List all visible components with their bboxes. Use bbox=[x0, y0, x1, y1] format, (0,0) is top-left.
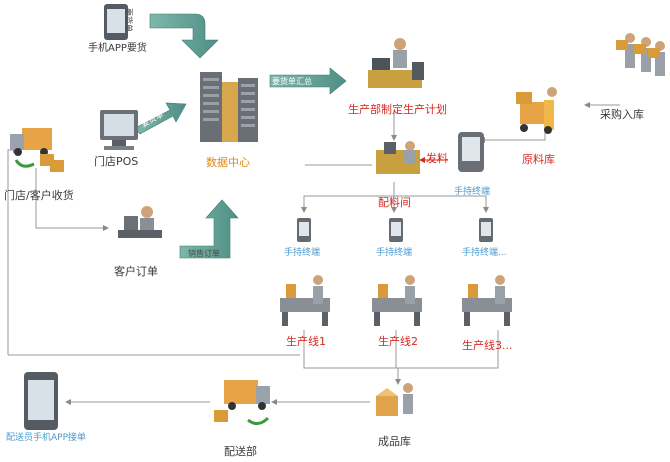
production-line-icon-3 bbox=[462, 275, 512, 326]
label-handheld-3: 手持终端... bbox=[462, 248, 507, 258]
pos-monitor-icon bbox=[100, 110, 138, 150]
label-sales-order: 销售订单 bbox=[188, 249, 220, 258]
label-delivery-app: 配送员手机APP接单 bbox=[6, 433, 87, 443]
finished-goods-icon bbox=[376, 383, 413, 416]
label-order-summary: 要货单汇总 bbox=[272, 77, 312, 86]
label-customer-order: 客户订单 bbox=[114, 265, 158, 278]
handheld-icon-3 bbox=[479, 218, 493, 242]
forklift-icon bbox=[516, 87, 557, 134]
label-handheld-2: 手持终端 bbox=[376, 248, 413, 258]
label-handheld-1: 手持终端 bbox=[284, 248, 321, 258]
server-icon bbox=[200, 72, 258, 142]
label-line-3: 生产线3... bbox=[462, 339, 513, 352]
handheld-icon-1 bbox=[297, 218, 311, 242]
phone-small-label: 要货单 bbox=[124, 8, 133, 32]
handheld-icon-top bbox=[458, 132, 484, 172]
label-data-center: 数据中心 bbox=[206, 156, 250, 169]
production-line-icon-1 bbox=[280, 275, 330, 326]
label-finished-store: 成品库 bbox=[378, 435, 411, 448]
phone-icon-delivery bbox=[24, 372, 58, 430]
handheld-icon-2 bbox=[389, 218, 403, 242]
workers-icon-purchase bbox=[616, 33, 665, 76]
truck-icon-receipt bbox=[10, 128, 64, 172]
label-production-plan: 生产部制定生产计划 bbox=[348, 103, 447, 116]
connector-lines bbox=[7, 102, 620, 405]
label-line-2: 生产线2 bbox=[378, 335, 418, 348]
label-store-receive: 门店/客户收货 bbox=[4, 189, 74, 202]
phone-icon-top bbox=[104, 4, 128, 40]
person-desk-icon-plan bbox=[368, 38, 424, 88]
teal-arrows bbox=[134, 13, 347, 259]
label-delivery-dept: 配送部 bbox=[224, 445, 257, 458]
label-purchase-in: 采购入库 bbox=[600, 108, 644, 121]
label-store-pos: 门店POS bbox=[94, 155, 139, 168]
label-handheld-top: 手持终端 bbox=[454, 187, 491, 197]
label-batching-room: 配料间 bbox=[378, 196, 411, 209]
label-issue-material: 发料 bbox=[426, 152, 448, 165]
label-line-1: 生产线1 bbox=[286, 335, 326, 348]
batching-desk-icon bbox=[376, 141, 420, 174]
production-line-icon-2 bbox=[372, 275, 422, 326]
truck-icon-delivery bbox=[214, 380, 270, 425]
person-desk-icon-order bbox=[118, 206, 162, 238]
label-raw-material: 原料库 bbox=[522, 153, 555, 166]
label-phone-app-order: 手机APP要货 bbox=[88, 43, 147, 54]
